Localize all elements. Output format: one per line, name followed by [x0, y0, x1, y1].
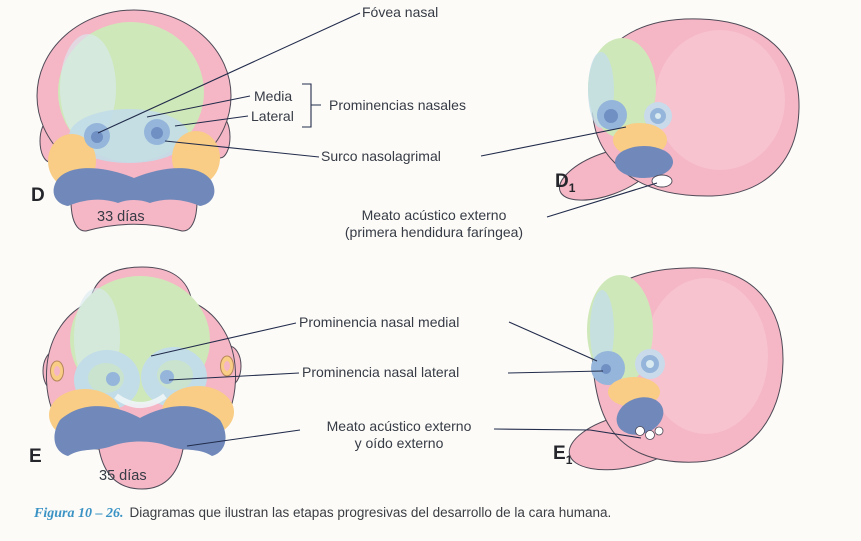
nasal-pit-right [160, 370, 174, 384]
eye-center [655, 113, 661, 119]
nasal-pit-left-center [91, 131, 103, 143]
embryo-d1-lateral [558, 18, 800, 201]
otic-pit-right-center [224, 361, 230, 371]
figure-number: Figura 10 – 26. [34, 506, 124, 521]
auricular-hillock-3 [654, 426, 664, 436]
leader-prominencia-lateral-right [507, 370, 604, 374]
label-meato-acustico-1-line1: Meato acústico externo [361, 207, 507, 223]
mandibular-arch [53, 168, 215, 206]
embryo-e-frontal [42, 266, 242, 490]
label-meato-acustico-2: Meato acústico externo y oído externo [301, 418, 497, 452]
nasal-pit-center [601, 364, 611, 374]
leader-prominencia-medial-left [150, 322, 297, 357]
label-meato-acustico-2-line1: Meato acústico externo [326, 418, 472, 434]
leader-surco-left [164, 140, 320, 158]
leader-surco-right [480, 126, 627, 157]
figure-caption-text: Diagramas que ilustran las etapas progre… [129, 505, 612, 520]
philtrum-highlight [114, 393, 167, 408]
auricular-hillock-2 [645, 430, 655, 440]
label-fovea-nasal: Fóvea nasal [362, 4, 439, 20]
leader-meato-1 [546, 182, 658, 218]
leader-meato-2-right [493, 428, 642, 439]
label-media: Media [254, 88, 293, 104]
label-prominencia-nasal-lateral: Prominencia nasal lateral [302, 364, 460, 380]
stage-label-d: 33 días [97, 209, 145, 225]
leader-media [146, 95, 251, 118]
panel-subscript: 1 [568, 180, 576, 195]
external-acoustic-meatus [651, 174, 673, 188]
nasal-pit-right-center [151, 127, 163, 139]
figure-caption: Figura 10 – 26. Diagramas que ilustran la… [34, 505, 844, 522]
label-surco-nasolagrimal: Surco nasolagrimal [321, 148, 441, 164]
nasal-pit-center [604, 109, 618, 123]
mandibular-arch [54, 406, 226, 456]
panel-label-d: D [31, 185, 45, 209]
leader-meato-2-left [186, 429, 301, 447]
mandibular-arch [616, 397, 664, 435]
head-highlight [655, 30, 785, 170]
embryo-d-frontal [36, 9, 232, 232]
leader-prominencia-lateral-left [168, 372, 300, 381]
mandibular-arch [615, 146, 673, 178]
bracket-prominencias-nasales [302, 83, 321, 128]
panel-label-e1: E1 [553, 443, 572, 467]
panel-subscript: 1 [565, 452, 573, 467]
eye-center [646, 360, 654, 368]
stage-label-e: 35 días [99, 468, 147, 484]
panel-label-d1: D1 [555, 171, 575, 195]
panel-letter: E [29, 446, 42, 467]
embryo-e1-lateral [568, 267, 784, 471]
label-prominencias-nasales: Prominencias nasales [329, 97, 466, 113]
panel-letter: D [31, 185, 45, 206]
panel-label-e: E [29, 446, 42, 470]
label-meato-acustico-1: Meato acústico externo (primera hendidur… [318, 207, 550, 241]
label-prominencia-nasal-medial: Prominencia nasal medial [299, 314, 460, 330]
otic-pit-left-center [54, 366, 60, 376]
frontal-shading [590, 290, 614, 370]
label-meato-acustico-2-line2: y oído externo [354, 435, 444, 452]
leader-prominencia-medial-right [508, 321, 598, 362]
leader-lines [97, 12, 658, 447]
leader-fovea-nasal [97, 12, 361, 134]
label-meato-acustico-1-line2: (primera hendidura faríngea) [344, 224, 524, 241]
panel-letter: D [555, 171, 569, 192]
leader-lateral [174, 115, 249, 127]
panel-letter: E [553, 443, 566, 464]
label-lateral: Lateral [251, 108, 294, 124]
head-highlight [644, 278, 768, 434]
nasal-pit-left [106, 372, 120, 386]
auricular-hillock-1 [635, 426, 645, 436]
